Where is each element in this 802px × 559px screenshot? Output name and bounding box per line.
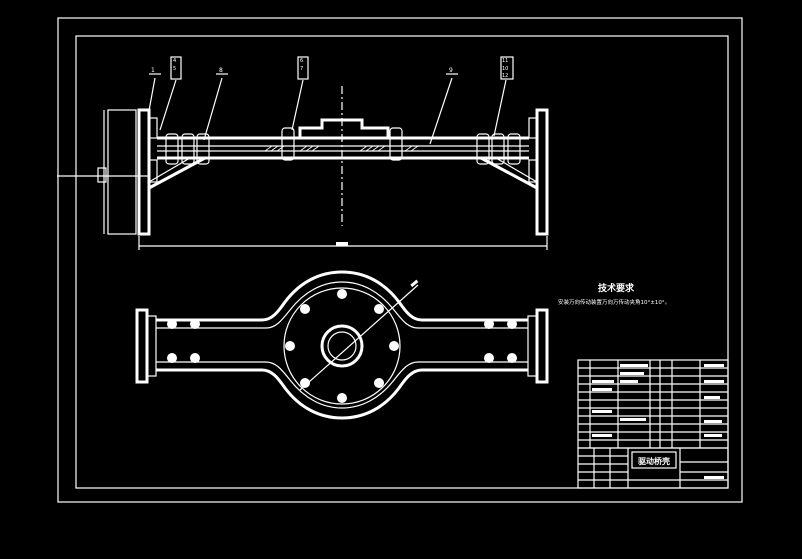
part-text-7: [592, 388, 612, 391]
leader-9: [429, 77, 453, 145]
title-name-box: [631, 451, 677, 469]
balloon-label-11: 11: [502, 58, 508, 64]
center-bolt-right: [389, 127, 403, 161]
front-view: 1 4 5 8 6 7 9 11 10 12: [57, 56, 549, 250]
center-bore-inner: [327, 331, 357, 361]
bolt-circle: [283, 287, 401, 405]
part-text-4: [592, 380, 614, 383]
seat-dot-2: [190, 319, 200, 329]
seat-dot-5: [484, 319, 494, 329]
right-brace-inner: [495, 157, 538, 183]
part-text-13: [704, 434, 722, 437]
part-text-11: [704, 420, 722, 423]
drawing-number-mark: [704, 476, 724, 479]
part-text-5: [620, 380, 638, 383]
part-text-6: [704, 380, 724, 383]
balloon-group-6: 6 7: [297, 56, 309, 80]
right-seat-3: [507, 133, 521, 165]
hatch-left: [264, 145, 320, 152]
balloon-label-7: 7: [300, 66, 303, 72]
diameter-leader: [299, 284, 419, 391]
housing-inner-top: [156, 281, 528, 329]
part-text-3: [620, 372, 644, 375]
balloon-label-12: 12: [502, 73, 508, 79]
balloon-label-1: 1: [151, 67, 155, 74]
outer-frame: [57, 17, 743, 503]
seat-dot-7: [484, 353, 494, 363]
seat-dot-4: [190, 353, 200, 363]
part-text-8: [704, 396, 720, 399]
tech-req-text: 安装万向传动装置万向万传动夹角10°±10°。: [558, 298, 670, 306]
housing-inner-bottom: [156, 361, 528, 409]
part-text-1: [620, 364, 648, 367]
title-block: 驱动桥壳: [577, 447, 729, 489]
parts-list-rows: [578, 367, 728, 441]
right-seat-2: [491, 133, 505, 165]
right-flange: [535, 108, 549, 236]
balloon-group-10: 11 10 12: [500, 56, 514, 80]
balloon-label-10: 10: [502, 66, 508, 72]
leader-8: [203, 77, 223, 141]
dimension-text-mark: [336, 242, 348, 246]
technical-requirements: 技术要求 安装万向传动装置万向万传动夹角10°±10°。: [558, 282, 670, 306]
housing-outline-top: [156, 270, 528, 322]
top-left-flange: [135, 308, 149, 384]
right-flange-boss-lower: [528, 159, 538, 183]
top-right-flange-inner: [527, 315, 538, 377]
seat-dot-3: [167, 353, 177, 363]
leader-1: [147, 77, 156, 117]
inner-frame: [75, 35, 729, 489]
part-text-12: [592, 434, 612, 437]
balloon-group-4: 4 5: [170, 56, 182, 80]
part-text-9: [592, 410, 612, 413]
top-right-flange: [535, 308, 549, 384]
title-block-name: 驱动桥壳: [638, 456, 670, 466]
parts-list: [577, 359, 729, 449]
housing-outline-bottom: [156, 368, 528, 420]
flange-bolts: [285, 289, 399, 403]
center-bolt-left: [281, 127, 295, 161]
part-text-2: [704, 364, 724, 367]
seat-dot-8: [507, 353, 517, 363]
balloon-label-9: 9: [449, 67, 453, 74]
left-hub-detail: [97, 167, 107, 183]
balloon-group-8: 8: [216, 67, 228, 75]
leader-6: [291, 79, 304, 131]
top-left-flange-inner: [146, 315, 157, 377]
balloon-label-6: 6: [300, 58, 303, 64]
leader-10: [493, 79, 507, 137]
seat-dot-1: [167, 319, 177, 329]
left-seat-2: [181, 133, 195, 165]
left-seat-3: [196, 133, 210, 165]
center-bore-outer: [320, 324, 364, 368]
balloon-label-8: 8: [219, 67, 223, 74]
diameter-text-mark: [410, 279, 419, 288]
right-seat-1: [476, 133, 490, 165]
left-seat-1: [165, 133, 179, 165]
part-text-10: [620, 418, 646, 421]
right-flange-boss: [528, 117, 538, 139]
tech-req-title: 技术要求: [598, 282, 635, 294]
balloon-label-4: 4: [173, 58, 176, 64]
left-brake-drum: [107, 109, 137, 235]
leader-4: [159, 79, 177, 131]
left-brace-inner: [148, 157, 191, 183]
right-brace: [480, 156, 538, 190]
left-flange-boss: [148, 117, 158, 139]
left-brace: [148, 156, 206, 190]
hatch-right: [359, 145, 419, 152]
left-flange-boss-lower: [148, 159, 158, 183]
balloon-label-5: 5: [173, 66, 176, 72]
balloon-group-1: 1: [149, 67, 161, 75]
seat-dot-6: [507, 319, 517, 329]
left-flange: [137, 108, 151, 236]
title-block-frame: [577, 447, 729, 489]
top-view: [135, 270, 549, 420]
center-housing-top: [298, 118, 390, 138]
balloon-group-9: 9: [446, 67, 458, 75]
